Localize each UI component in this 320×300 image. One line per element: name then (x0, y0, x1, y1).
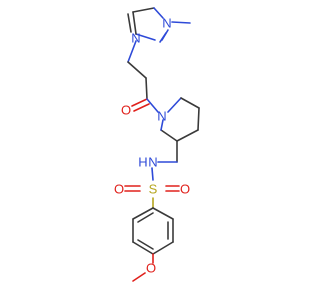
bond (180, 97, 200, 109)
bond (127, 13, 132, 33)
bond (127, 61, 147, 79)
bond (131, 98, 148, 107)
molecule-structure: N N O N N H S O O O (114, 7, 200, 282)
bond (132, 207, 154, 220)
bond (132, 11, 137, 35)
atom-label-n: N (157, 109, 166, 124)
bond (176, 129, 199, 142)
bond (171, 21, 191, 24)
bond (153, 7, 164, 19)
atom-labels: N N O N N H S O O O (114, 16, 190, 276)
bond (137, 239, 154, 250)
bond (127, 40, 137, 63)
bonds (124, 7, 200, 282)
atom-label-o: O (114, 182, 124, 197)
atom-label-o: O (146, 261, 156, 276)
bond (135, 33, 156, 41)
bond (132, 272, 146, 282)
bond (160, 119, 164, 131)
atom-label-o: O (180, 182, 190, 197)
bond (137, 212, 154, 223)
atom-label-h: H (138, 155, 147, 170)
bond (146, 98, 159, 113)
atom-label-n: N (148, 155, 157, 170)
bond (145, 77, 148, 100)
bond (132, 241, 154, 255)
bond (133, 103, 150, 112)
atom-label-s: S (149, 182, 158, 197)
bond (159, 32, 167, 43)
bond (151, 167, 154, 181)
bond (132, 7, 155, 13)
atom-label-n: N (162, 16, 171, 31)
atom-label-o: O (121, 103, 131, 118)
bond (152, 241, 174, 255)
bond (197, 107, 200, 131)
atom-label-n: N (131, 31, 140, 46)
bond (152, 207, 174, 220)
bond (167, 97, 182, 113)
bond (160, 129, 178, 142)
